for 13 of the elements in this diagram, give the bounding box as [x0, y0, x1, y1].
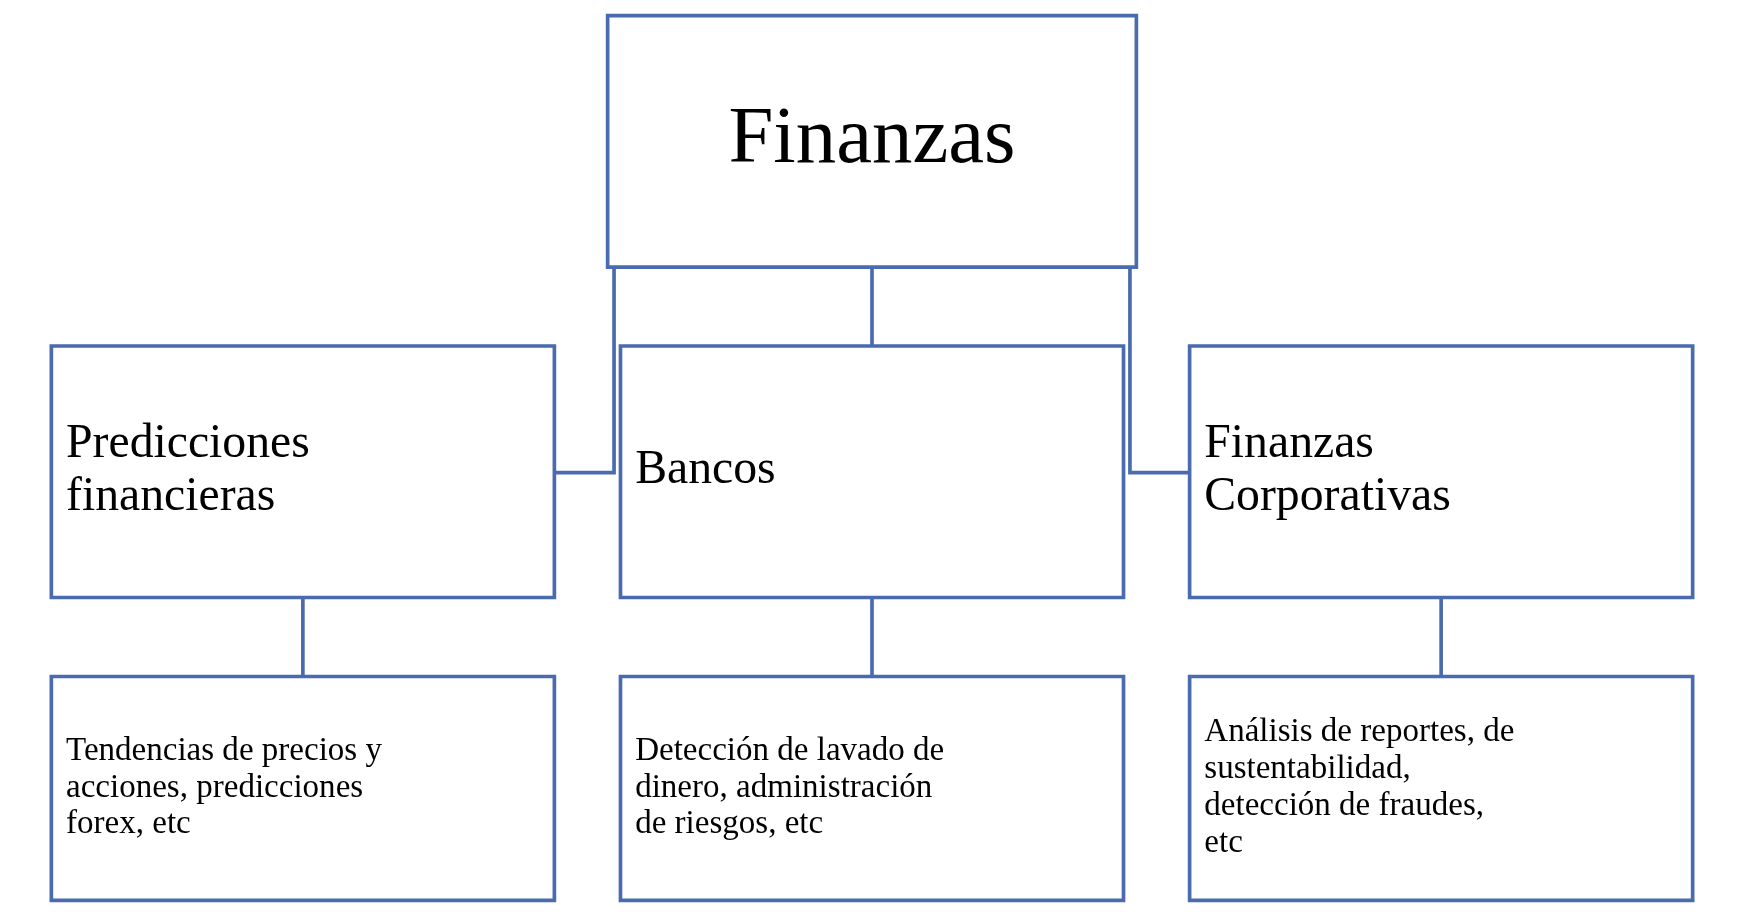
node-box: Análisis de reportes, de sustentabilidad, detección de fraudes, etc: [1187, 674, 1694, 903]
connector: [300, 597, 305, 677]
node-box: Bancos: [618, 344, 1125, 600]
node-box: Detección de lavado de dinero, administración de riesgos, etc: [618, 674, 1125, 903]
connector: [1438, 597, 1443, 677]
connector: [1127, 267, 1189, 475]
connector: [869, 267, 874, 346]
node-box: Predicciones financieras: [49, 344, 556, 600]
node-box: Finanzas: [605, 13, 1138, 269]
node-box: Tendencias de precios y acciones, predicciones forex, etc: [49, 674, 556, 903]
connector: [869, 597, 874, 677]
connector: [554, 267, 616, 475]
node-box: Finanzas Corporativas: [1187, 344, 1694, 600]
